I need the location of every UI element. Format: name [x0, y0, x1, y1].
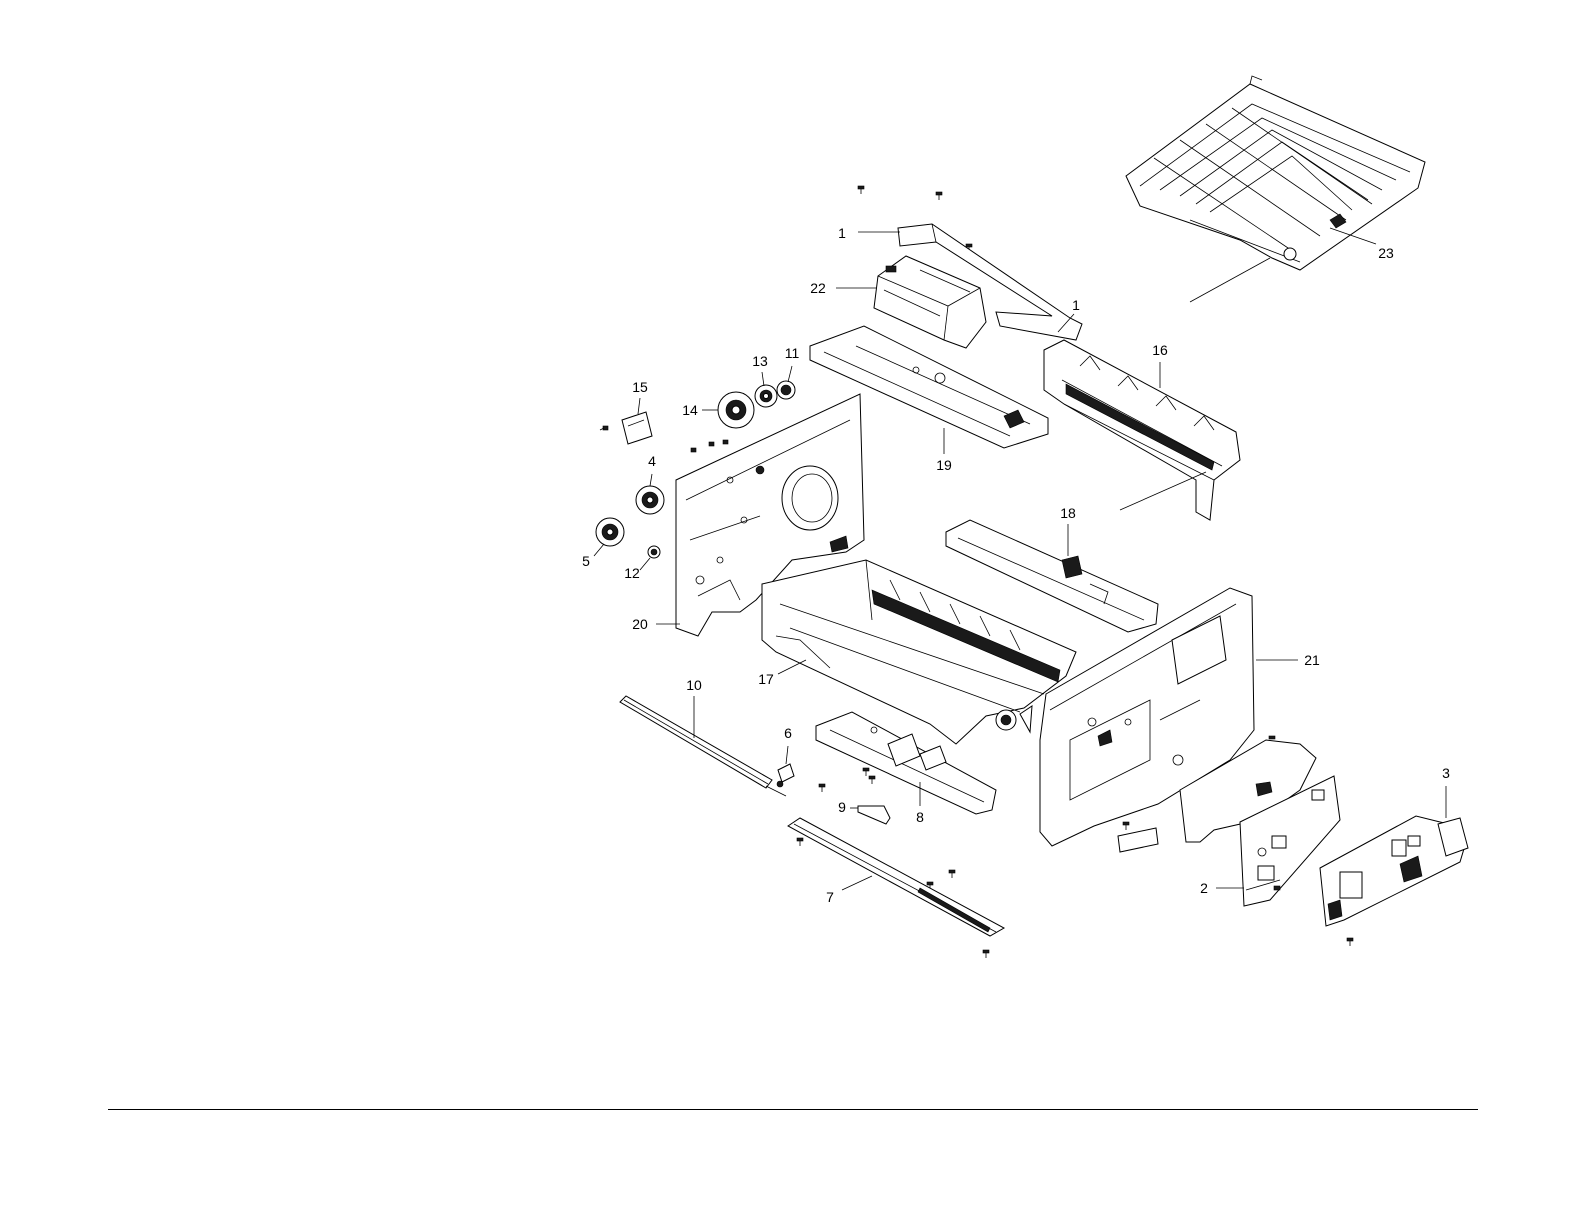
leader-7	[842, 876, 872, 890]
leader-17	[778, 660, 806, 674]
part-9-bracket	[858, 806, 890, 824]
part-22-laser-scan-unit	[874, 256, 986, 348]
callout-label-5: 5	[582, 553, 590, 569]
callout-label-11: 11	[785, 345, 800, 361]
callout-label-18: 18	[1060, 505, 1076, 521]
part-3-power-board	[1320, 816, 1468, 946]
part-12-gear	[648, 546, 660, 558]
callout-label-6: 6	[784, 725, 792, 741]
callout-label-8: 8	[916, 809, 924, 825]
part-15-plate	[622, 412, 652, 444]
callout-label-22: 22	[810, 280, 826, 296]
callout-label-20: 20	[632, 616, 648, 632]
callout-label-1a: 1	[838, 225, 846, 241]
leader-15	[638, 398, 640, 414]
part-11-gear	[777, 381, 795, 399]
part-6-clip	[777, 764, 794, 787]
footer-rule	[108, 1109, 1478, 1110]
callout-label-10: 10	[686, 677, 702, 693]
part-16-fuser-unit	[1044, 340, 1240, 520]
leader-5	[594, 544, 604, 556]
callout-label-2: 2	[1200, 880, 1208, 896]
part-13-gear	[755, 385, 777, 407]
leader-11	[788, 366, 792, 382]
callout-label-17: 17	[758, 671, 774, 687]
callout-label-19: 19	[936, 457, 952, 473]
callout-label-13: 13	[752, 353, 768, 369]
callout-label-3: 3	[1442, 765, 1450, 781]
part-10-roller-shaft	[620, 696, 786, 796]
part-17-transfer-frame	[762, 560, 1076, 744]
leader-12	[640, 558, 650, 570]
leader-6	[786, 746, 788, 764]
part-4-gear	[636, 486, 664, 514]
leader-13	[762, 372, 764, 386]
callout-label-1b: 1	[1072, 297, 1080, 313]
callout-label-23: 23	[1378, 245, 1394, 261]
part-23-top-cover	[1126, 76, 1425, 302]
callout-label-12: 12	[624, 565, 640, 581]
callout-label-14: 14	[682, 402, 698, 418]
screws-left	[600, 426, 728, 452]
part-14-gear	[718, 392, 754, 428]
leader-4	[650, 474, 652, 486]
part-7-long-strip	[788, 818, 1004, 936]
callout-label-21: 21	[1304, 652, 1320, 668]
callout-label-15: 15	[632, 379, 648, 395]
callout-label-4: 4	[648, 453, 656, 469]
callout-label-9: 9	[838, 799, 846, 815]
callout-label-16: 16	[1152, 342, 1168, 358]
callout-label-7: 7	[826, 889, 834, 905]
part-5-gear	[596, 518, 624, 546]
